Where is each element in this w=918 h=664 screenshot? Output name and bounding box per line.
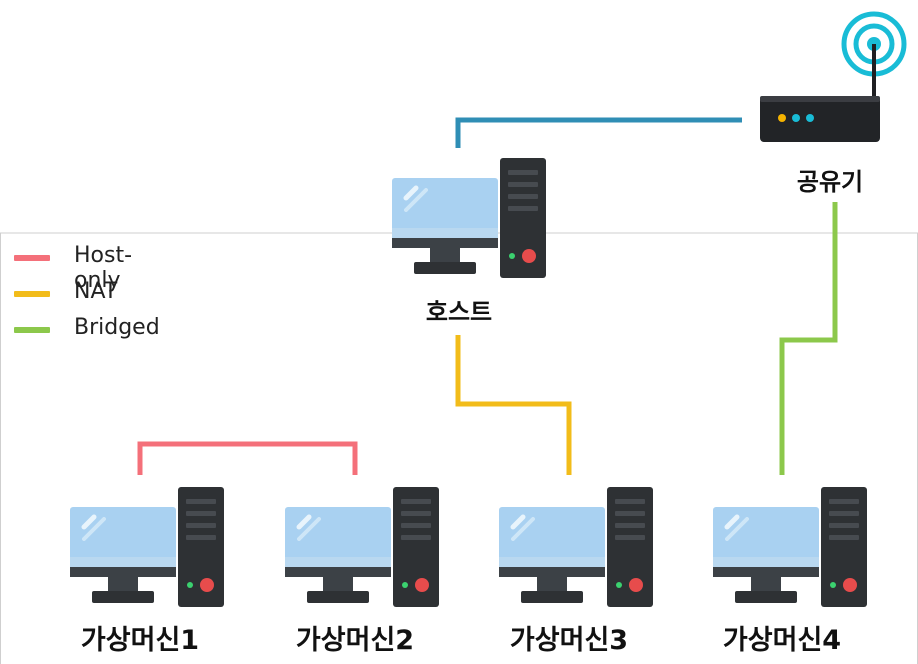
legend-swatch-nat [14, 291, 50, 297]
vm2-computer-icon [285, 487, 439, 607]
vm3-computer-icon [499, 487, 653, 607]
wifi-router-icon [760, 11, 907, 142]
legend-label-bridged: Bridged [74, 315, 160, 340]
legend-label-host-only: Host-only [74, 243, 133, 293]
legend-swatch-bridged [14, 327, 50, 333]
vm2-label: 가상머신2 [295, 625, 415, 656]
vm1-computer-icon [70, 487, 224, 607]
vm1-label: 가상머신1 [80, 625, 200, 656]
router-label: 공유기 [796, 168, 864, 196]
vm4-label: 가상머신4 [722, 625, 842, 656]
host-computer-icon [392, 158, 546, 278]
host-router-connection [455, 117, 742, 148]
nat-connection [455, 335, 572, 475]
host-only-connection [137, 441, 358, 475]
legend-swatch-host-only [14, 255, 50, 261]
vm4-computer-icon [713, 487, 867, 607]
bridged-connection [779, 202, 838, 475]
vm3-label: 가상머신3 [509, 625, 629, 656]
legend-label-nat: NAT [74, 279, 118, 304]
host-label: 호스트 [425, 298, 493, 326]
